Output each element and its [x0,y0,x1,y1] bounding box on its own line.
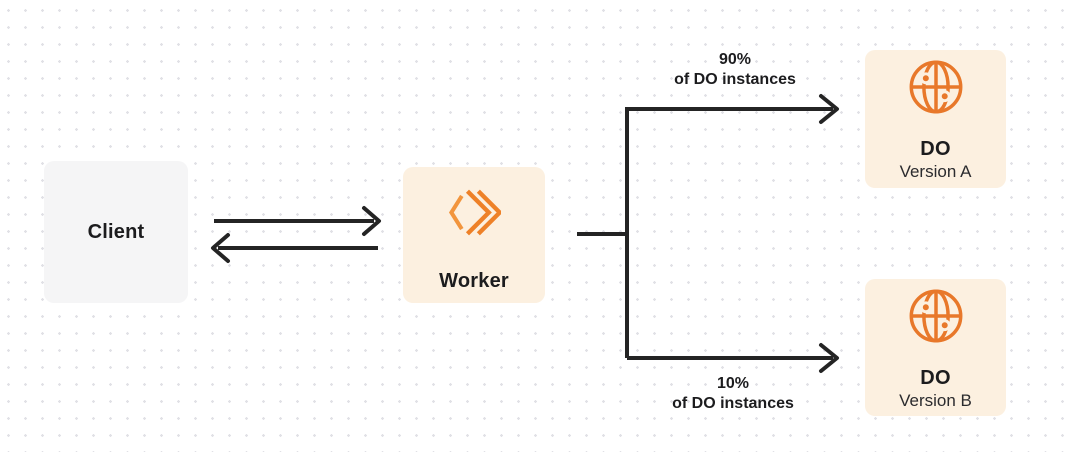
bottom-branch-percent: 10% [716,375,750,392]
worker-node: Worker [403,167,545,303]
bottom-branch-caption: of DO instances [672,395,794,412]
durable-object-globe-icon [909,60,962,114]
cloudflare-workers-logo-icon [448,189,501,236]
do-version-a-node: DO Version A [865,50,1006,188]
client-node: Client [44,161,188,303]
worker-label: Worker [439,270,509,292]
arrowhead-worker-to-client [211,233,230,263]
top-branch-label: 90% of DO instances [627,50,843,90]
arrowhead-client-to-worker [362,206,381,236]
top-branch-percent: 90% [718,51,752,68]
do-version-b-subtitle: Version B [899,391,972,410]
bottom-branch-label: 10% of DO instances [625,374,841,414]
client-label: Client [87,221,145,243]
do-version-b-node: DO Version B [865,279,1006,416]
arrowhead-to-do-version-a [819,94,839,124]
do-version-b-title: DO [920,367,951,389]
branch-trunk-and-top-line [625,107,833,358]
durable-object-globe-icon [909,289,962,343]
do-version-a-subtitle: Version A [899,162,972,181]
do-version-a-title: DO [920,138,951,160]
arrowhead-to-do-version-b [819,343,839,373]
top-branch-caption: of DO instances [674,71,796,88]
